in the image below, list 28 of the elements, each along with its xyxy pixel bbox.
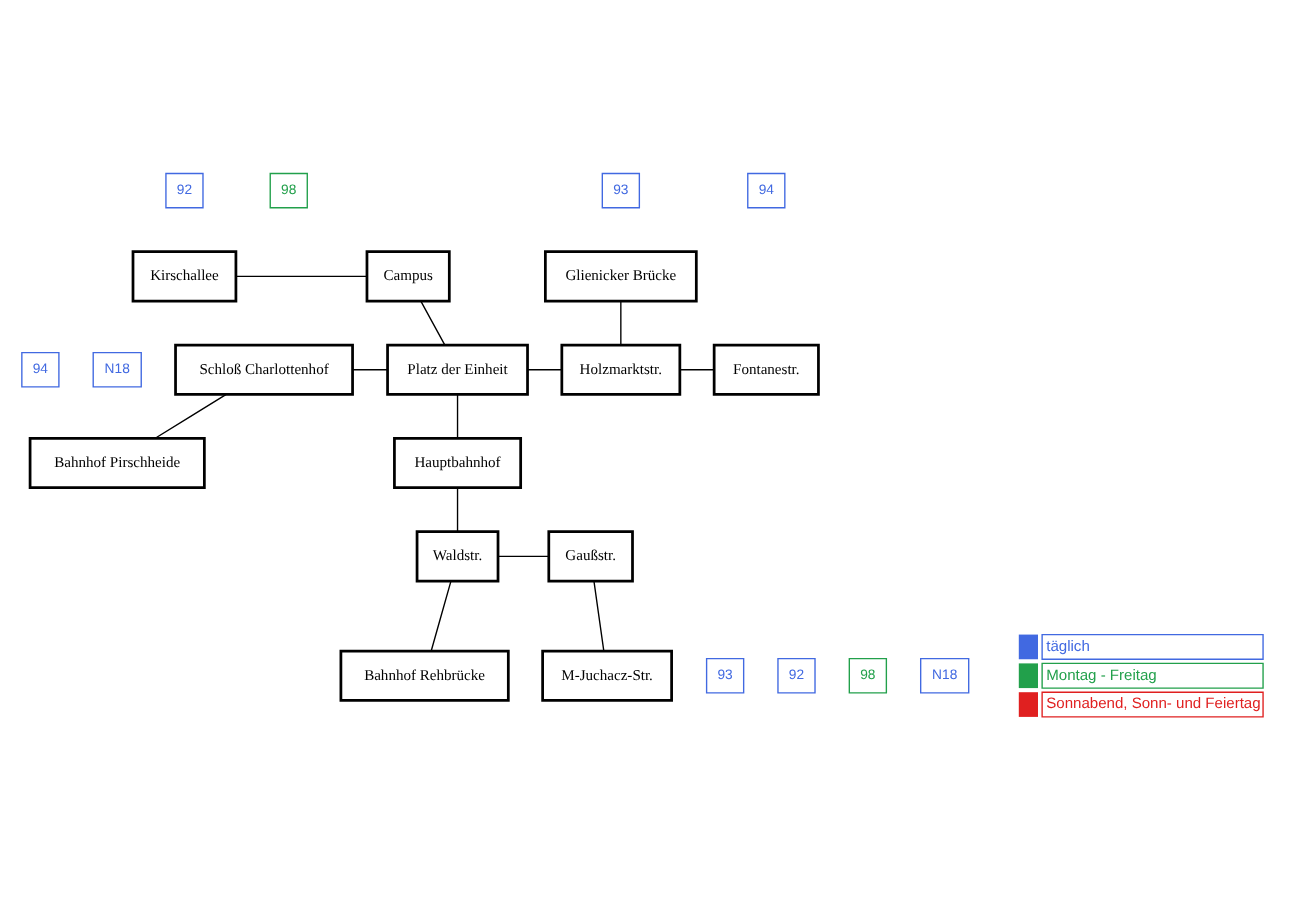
node-box: Holzmarktstr.	[560, 343, 682, 396]
node-box: Gaußstr.	[547, 530, 634, 583]
connector	[593, 580, 605, 652]
connector	[352, 369, 388, 371]
legend-label: täglich	[1046, 636, 1090, 655]
node-box: Hauptbahnhof	[393, 436, 523, 490]
connector	[154, 393, 227, 439]
connector	[620, 300, 622, 346]
node-box: Bahnhof Pirschheide	[28, 436, 206, 490]
node-box: Glienicker Brücke	[544, 250, 698, 303]
node-box: M-Juchacz-Str.	[541, 649, 673, 702]
connector	[456, 394, 459, 439]
node-box: Bahnhof Rehbrücke	[339, 649, 510, 702]
connector	[497, 555, 550, 558]
connector	[420, 300, 446, 346]
node-box: Fontanestr.	[712, 343, 820, 396]
node-box: Kirschallee	[131, 250, 238, 303]
connector	[527, 369, 563, 371]
legend-label: Sonnabend, Sonn- und Feiertag	[1046, 694, 1261, 713]
connector	[679, 369, 715, 371]
node-box: Campus	[365, 250, 451, 303]
connector	[430, 580, 452, 652]
node-box: Schloß Charlottenhof	[174, 343, 354, 396]
node-box: Waldstr.	[415, 530, 500, 583]
legend-label: Montag - Freitag	[1046, 665, 1157, 684]
node-box: Platz der Einheit	[386, 343, 529, 396]
connector	[456, 487, 459, 532]
connector	[235, 275, 368, 278]
